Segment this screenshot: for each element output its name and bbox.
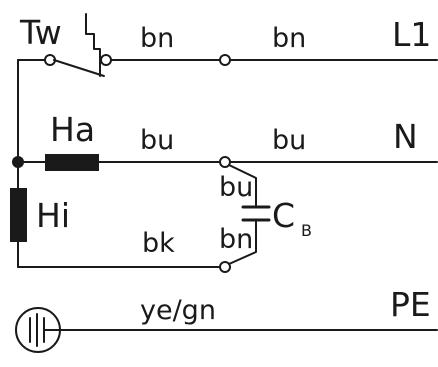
tw-label: Tw <box>19 13 62 52</box>
switch-contact-right <box>100 54 112 66</box>
cb-label: C <box>272 196 295 235</box>
switch-actuator <box>85 13 101 73</box>
pe-label: PE <box>390 285 431 324</box>
wire-label-cap-top: bu <box>219 172 253 203</box>
capacitor-branch <box>228 164 271 265</box>
ha-label: Ha <box>50 110 95 149</box>
cap-lead-bottom <box>228 221 257 265</box>
cb-subscript: B <box>301 221 312 240</box>
thermal-switch <box>44 13 112 77</box>
l1-terminal-mid <box>219 54 231 66</box>
hi-label: Hi <box>36 196 70 235</box>
wire-label-l1-left: bn <box>140 23 174 54</box>
wire-label-bk: bk <box>142 228 175 259</box>
l1-label: L1 <box>392 15 431 54</box>
wire-label-n-left: bu <box>140 125 174 156</box>
n-label: N <box>393 117 418 156</box>
cap-lead-top <box>228 164 257 207</box>
wire-label-l1-right: bn <box>272 23 306 54</box>
wire-label-n-right: bu <box>272 125 306 156</box>
n-terminal <box>219 156 231 168</box>
wire-label-pe: ye/gn <box>140 295 216 326</box>
ha-winding <box>45 154 99 171</box>
switch-blade <box>53 59 105 77</box>
bk-terminal <box>219 261 231 273</box>
wire-label-cap-bottom: bn <box>219 224 253 255</box>
hi-winding <box>10 188 27 242</box>
